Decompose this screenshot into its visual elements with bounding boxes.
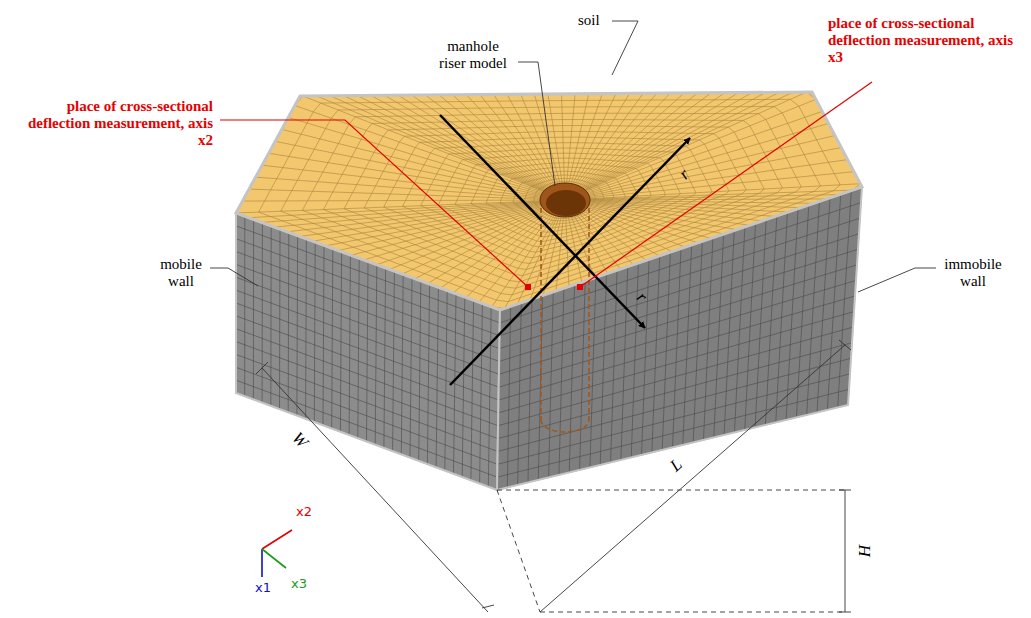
- measurement-note: place of cross-sectional deflection meas…: [828, 15, 1026, 66]
- dimension-label: L: [666, 455, 686, 476]
- dimension-line: [845, 490, 846, 612]
- soil-surface: [236, 92, 862, 310]
- measurement-leaders: [220, 82, 872, 290]
- extension-line: [497, 490, 845, 491]
- label-leaders: [210, 21, 936, 292]
- dimension-tick: [839, 340, 851, 350]
- dimension-label: W: [288, 428, 312, 451]
- axis-label: x1: [255, 580, 271, 595]
- wall-top-edge: [236, 92, 862, 310]
- radial-arrow: [450, 138, 690, 385]
- part-label: manhole riser model: [432, 38, 514, 72]
- leader-line: [518, 62, 555, 186]
- riser-hidden-outline: [541, 200, 589, 432]
- radius-label: r: [633, 288, 651, 306]
- manhole-riser: [540, 183, 590, 432]
- dimension-line: [262, 368, 488, 612]
- axis-label: x3: [291, 576, 307, 591]
- radial-mesh-lines: [236, 92, 860, 308]
- ring-mesh-lines: [236, 92, 860, 308]
- leader-line: [612, 21, 638, 75]
- radial-axes: [440, 115, 690, 385]
- leader-line: [220, 120, 528, 287]
- dimension-tick: [482, 605, 494, 608]
- axis-label: x2: [296, 504, 312, 519]
- axis-x2: [262, 530, 292, 549]
- measurement-point: [577, 284, 583, 290]
- measurement-note: place of cross-sectional deflection meas…: [15, 98, 213, 149]
- riser-top-rim: [540, 183, 590, 217]
- axis-x1: [261, 549, 263, 577]
- dimension-line: [540, 345, 845, 612]
- radius-label: r: [675, 165, 693, 183]
- dimension-label: H: [855, 545, 874, 557]
- dimension-tick: [256, 362, 268, 374]
- coordinate-triad: [262, 530, 292, 577]
- leader-line: [210, 268, 258, 286]
- riser-opening: [546, 190, 586, 216]
- extension-line: [497, 490, 540, 612]
- axis-x3: [262, 549, 286, 568]
- measurement-point: [525, 284, 531, 290]
- extension-line: [540, 612, 845, 613]
- dimension-lines: [256, 340, 851, 612]
- part-label: mobile wall: [155, 256, 207, 290]
- leader-line: [858, 268, 936, 292]
- part-label: immobile wall: [940, 256, 1006, 290]
- leader-line: [580, 82, 872, 287]
- soil-mesh: [236, 92, 862, 310]
- part-label: soil: [578, 12, 600, 29]
- radial-arrow: [440, 115, 645, 328]
